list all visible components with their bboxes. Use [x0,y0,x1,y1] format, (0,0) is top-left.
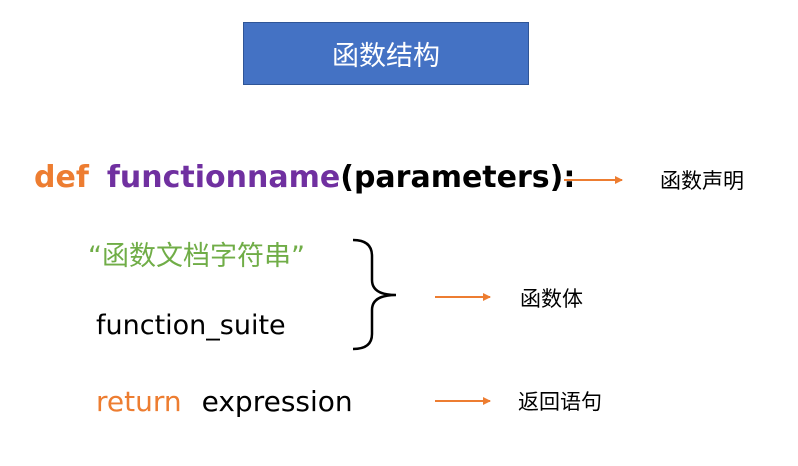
docstring-line: “函数文档字符串” [88,241,305,272]
return-label: 返回语句 [518,390,602,414]
title-box: 函数结构 [243,22,529,85]
function-name: functionname [106,160,341,195]
title-text: 函数结构 [332,41,440,72]
def-keyword: def [34,160,89,195]
function-suite-line: function_suite [96,310,286,341]
return-line: return expression [96,385,353,418]
declaration-label: 函数声明 [660,169,744,193]
return-expression: expression [201,385,353,418]
function-declaration-line: def functionname(parameters): [34,160,575,195]
return-keyword: return [96,385,182,418]
body-label: 函数体 [520,287,583,311]
body-brace [352,238,397,351]
parameters: (parameters): [340,160,576,195]
